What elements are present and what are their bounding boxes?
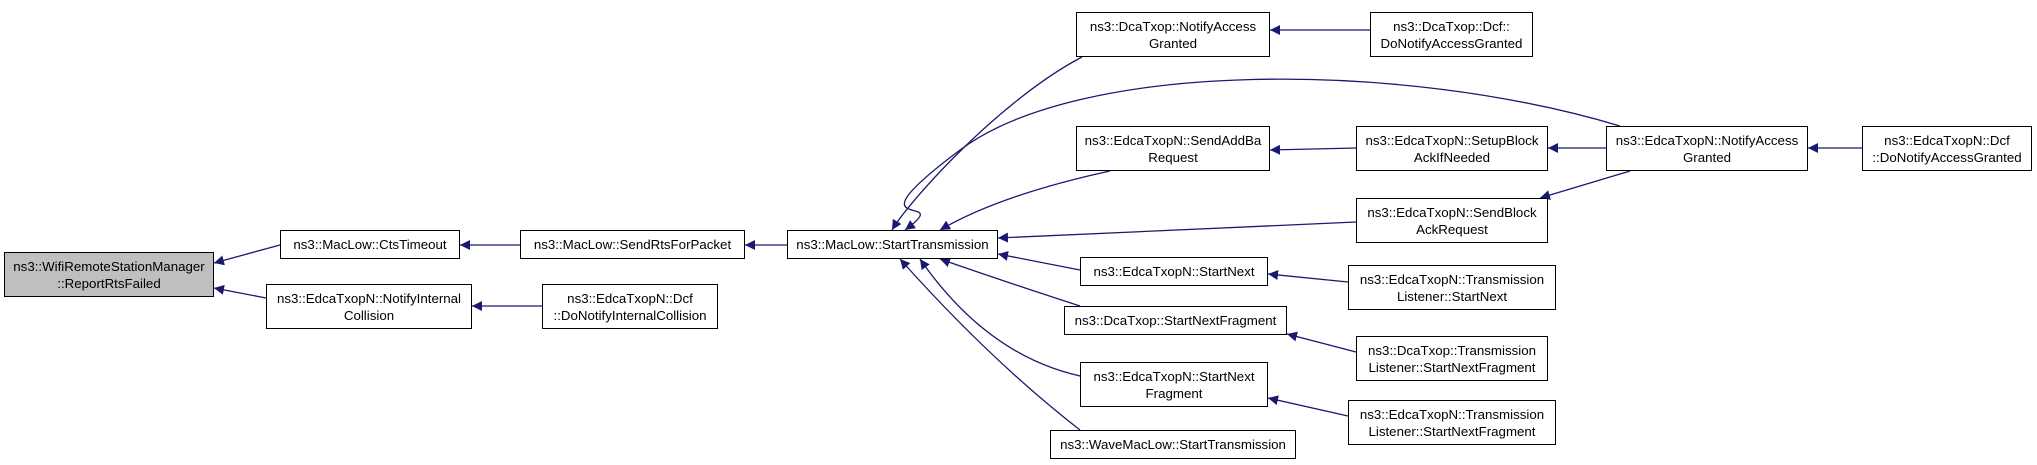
node-label-line: ns3::EdcaTxopN::Dcf: [567, 290, 693, 306]
edge-dcanotify-to-starttx: [891, 56, 1083, 231]
edge-tlstartnext-to-startnext: [1267, 270, 1349, 283]
node-label-line: Fragment: [1145, 385, 1203, 401]
node-label-line: ns3::DcaTxop::Transmission: [1368, 342, 1536, 358]
edge-dcastartfrag-to-starttx: [939, 257, 1081, 307]
node-label-line: ns3::EdcaTxopN::SetupBlock: [1365, 132, 1539, 148]
node-label-line: ns3::EdcaTxopN::Dcf: [1884, 132, 2010, 148]
edge-edcanotify-to-starttx: [903, 78, 1621, 231]
edge-notifyinternal-to-report: [213, 284, 267, 299]
node-dcadcf[interactable]: ns3::DcaTxop::Dcf::DoNotifyAccessGranted: [1370, 12, 1533, 57]
node-starttx[interactable]: ns3::MacLow::StartTransmission: [787, 230, 998, 259]
node-label-line: AckRequest: [1416, 221, 1488, 237]
node-label-line: ns3::MacLow::CtsTimeout: [293, 237, 447, 252]
node-label-line: ns3::EdcaTxopN::SendAddBa: [1084, 132, 1262, 148]
node-label-line: ::DoNotifyAccessGranted: [1872, 149, 2022, 165]
edge-sendaddba-to-starttx: [939, 170, 1111, 231]
node-label-line: ::DoNotifyInternalCollision: [553, 307, 707, 323]
node-label-line: ns3::DcaTxop::StartNextFragment: [1074, 313, 1277, 328]
node-label-line: ns3::EdcaTxopN::SendBlock: [1367, 204, 1537, 220]
edge-sendblock-to-starttx: [997, 221, 1357, 243]
edge-ctstimeout-to-report: [213, 244, 281, 266]
node-label-line: ns3::DcaTxop::NotifyAccess: [1089, 18, 1257, 34]
edge-edcastartfrag-to-starttx: [919, 258, 1091, 379]
node-label-line: ns3::DcaTxop::Dcf::: [1393, 18, 1510, 34]
edge-setupblock-to-sendaddba: [1269, 144, 1357, 155]
node-label-line: Granted: [1148, 35, 1198, 51]
node-label-line: Collision: [343, 307, 395, 323]
node-label-line: ns3::EdcaTxopN::NotifyInternal: [276, 290, 462, 306]
node-label-line: ns3::EdcaTxopN::NotifyAccess: [1615, 132, 1799, 148]
node-label-line: DoNotifyAccessGranted: [1380, 35, 1523, 51]
node-label-line: ns3::EdcaTxopN::Transmission: [1359, 406, 1545, 422]
node-label-line: Granted: [1682, 149, 1732, 165]
edge-edcanotify-to-sendblock: [1539, 170, 1631, 200]
node-label-line: ns3::EdcaTxopN::StartNext: [1093, 368, 1255, 384]
node-label-line: ns3::MacLow::SendRtsForPacket: [533, 237, 732, 252]
node-report[interactable]: ns3::WifiRemoteStationManager::ReportRts…: [4, 252, 214, 297]
node-startnext[interactable]: ns3::EdcaTxopN::StartNext: [1080, 257, 1268, 286]
edge-startnext-to-starttx: [997, 251, 1081, 271]
node-label-line: ns3::EdcaTxopN::StartNext: [1093, 264, 1255, 279]
node-label-line: ns3::WaveMacLow::StartTransmission: [1060, 437, 1286, 452]
node-ctstimeout[interactable]: ns3::MacLow::CtsTimeout: [280, 230, 460, 259]
node-edcadcf[interactable]: ns3::EdcaTxopN::Dcf::DoNotifyAccessGrant…: [1862, 126, 2032, 171]
node-dcfinternal[interactable]: ns3::EdcaTxopN::Dcf::DoNotifyInternalCol…: [542, 284, 718, 329]
node-dcastartfrag[interactable]: ns3::DcaTxop::StartNextFragment: [1064, 306, 1287, 335]
node-label-line: ns3::EdcaTxopN::Transmission: [1359, 271, 1545, 287]
edge-dcatlfrag-to-dcastartfrag: [1286, 331, 1357, 353]
node-label-line: ns3::MacLow::StartTransmission: [796, 237, 989, 252]
node-sendrts[interactable]: ns3::MacLow::SendRtsForPacket: [520, 230, 745, 259]
node-label-line: ns3::WifiRemoteStationManager: [13, 258, 205, 274]
node-label-line: Request: [1148, 149, 1198, 165]
edge-edcatlfrag-to-edcastartfrag: [1267, 395, 1349, 417]
node-label-line: AckIfNeeded: [1413, 149, 1491, 165]
node-label-line: Listener::StartNext: [1396, 288, 1508, 304]
node-label-line: Listener::StartNextFragment: [1368, 423, 1536, 439]
node-label-line: Listener::StartNextFragment: [1368, 359, 1536, 375]
node-label-line: ::ReportRtsFailed: [57, 275, 161, 291]
node-wave[interactable]: ns3::WaveMacLow::StartTransmission: [1050, 430, 1296, 459]
edge-wave-to-starttx: [899, 258, 1081, 431]
